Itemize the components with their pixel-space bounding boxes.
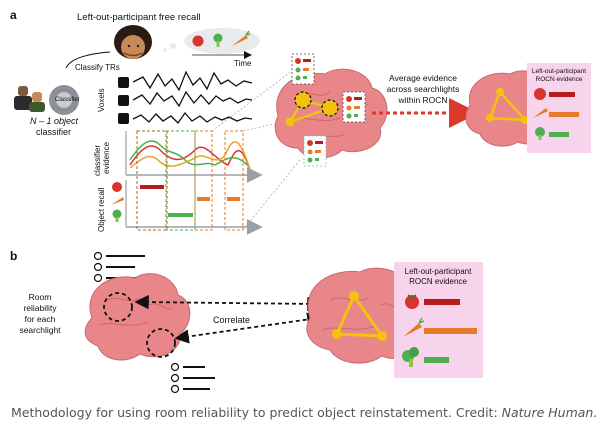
evidence-label-1: classifier (93, 145, 102, 176)
mini-evidence-card-2 (342, 91, 366, 123)
methodology-figure: a Left-out-participant free recall Time … (10, 8, 591, 394)
evidence-curve-green (129, 140, 251, 169)
participant-face-icon (114, 25, 152, 59)
correlate-label: Correlate (213, 315, 250, 325)
searchlight-a1 (294, 91, 312, 109)
recall-tomato-icon (112, 182, 122, 192)
carrot-icon (232, 30, 251, 46)
recall-bar-carrot-2 (227, 197, 240, 201)
rocn-box-a-title-1: Left-out-participant (532, 68, 586, 75)
room-reliability-4: searchlight (19, 325, 61, 335)
classify-trs-label: Classify TRs (75, 63, 120, 72)
average-evidence-1: Average evidence (389, 73, 457, 83)
figure-caption: Methodology for using room reliability t… (11, 405, 596, 420)
recall-carrot-icon (111, 197, 124, 205)
object-recall-label: Object recall (97, 187, 106, 232)
brain-icon-b-left (84, 273, 191, 361)
rocn-a-bar-tomato (549, 92, 575, 97)
voxel-trace-2 (132, 90, 253, 108)
average-evidence-3: within ROCN (397, 95, 447, 105)
free-recall-title: Left-out-participant free recall (77, 12, 201, 23)
list-icon-bottom (170, 362, 215, 394)
rocn-b-bar-tomato (424, 299, 460, 305)
time-window-boxes (136, 130, 244, 231)
tomato-icon (192, 35, 204, 47)
evidence-label-2: evidence (102, 141, 111, 174)
voxels-label: Voxels (97, 88, 106, 112)
rocn-a-bar-broccoli (549, 132, 569, 137)
mini-evidence-card-3 (303, 135, 327, 167)
roi-network-a-right (488, 91, 526, 122)
rocn-a-bar-carrot (549, 112, 579, 117)
thought-cloud (163, 28, 260, 54)
rocn-b-bar-broccoli (424, 357, 449, 363)
roi-network-b (335, 295, 384, 338)
rocn-b-carrot-icon (403, 317, 425, 337)
correlate-arrow-top (134, 294, 322, 312)
rocn-a-tomato-icon (534, 88, 546, 100)
rocn-evidence-box-a (527, 63, 591, 153)
classifier-caption-2: classifier (36, 127, 71, 137)
people-icon (14, 86, 45, 112)
rocn-a-broccoli-icon (535, 127, 545, 140)
rocn-box-a-title-2: ROCN evidence (536, 76, 583, 83)
rocn-box-b-title-1: Left-out-participant (405, 267, 472, 276)
panel-a-label: a (10, 8, 17, 22)
rocn-b-tomato-icon (405, 295, 419, 309)
classifier-chip-label: Classifier (55, 97, 80, 103)
recall-bar-carrot-1 (197, 197, 210, 201)
average-evidence-2: across searchlights (387, 84, 460, 94)
mini-evidence-card-1 (291, 53, 315, 85)
rocn-b-tomato-leaf (407, 294, 417, 299)
rocn-a-carrot-icon (533, 108, 548, 118)
time-label: Time (234, 59, 252, 68)
voxel-trace-1 (132, 70, 253, 92)
classifier-gear-icon (49, 85, 79, 115)
room-reliability-1: Room (29, 292, 52, 302)
room-reliability-3: for each (25, 314, 56, 324)
searchlight-a2 (321, 99, 339, 117)
broccoli-icon (213, 33, 223, 47)
rocn-b-broccoli-icon (402, 347, 419, 367)
recall-bar-broccoli (168, 213, 193, 217)
panel-b-label: b (10, 249, 17, 263)
correlate-arrow-bottom (174, 312, 322, 344)
rocn-box-b-title-2: ROCN evidence (409, 277, 467, 286)
caption-text: Methodology for using room reliability t… (11, 405, 502, 420)
rocn-b-bar-carrot (424, 328, 477, 334)
classifier-caption-1: N – 1 object (30, 116, 79, 126)
searchlight-b1 (103, 292, 133, 322)
caption-journal-link[interactable]: Nature Human… (501, 405, 596, 420)
voxel-trace-3 (132, 111, 253, 125)
room-reliability-2: reliability (23, 303, 57, 313)
network-nodes-b (332, 291, 387, 341)
recall-bar-tomato (140, 185, 164, 189)
recall-broccoli-icon (112, 209, 122, 222)
voxel-icons (118, 77, 129, 124)
network-node-a3 (285, 117, 295, 127)
